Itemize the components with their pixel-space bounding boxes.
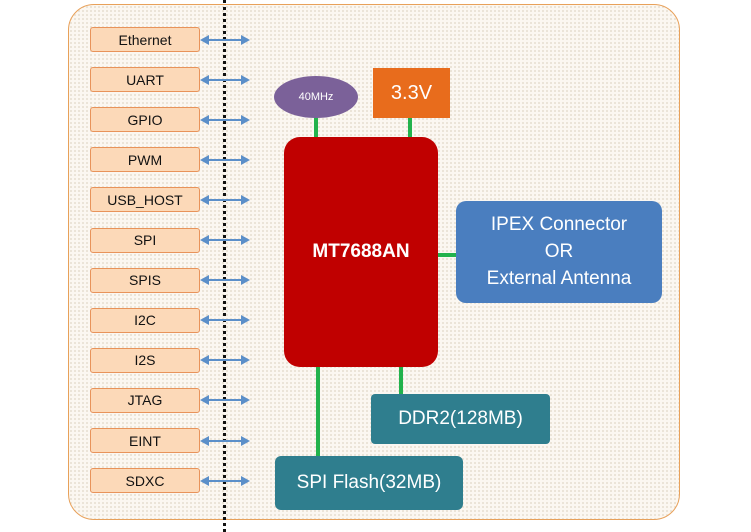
interface-label: Ethernet [118,31,172,48]
interface-usb-host: USB_HOST [90,187,200,213]
interface-uart: UART [90,67,200,93]
antenna-block: IPEX Connector OR External Antenna [456,201,662,303]
interface-label: EINT [129,432,161,449]
chip-label: MT7688AN [312,241,410,262]
interface-spi: SPI [90,227,200,253]
wire-power-chip [408,117,412,138]
ddr-memory-block: DDR2(128MB) [371,394,550,444]
interface-label: SPI [133,232,157,248]
power-label: 3.3V [390,81,433,104]
interface-pwm: PWM [90,147,200,173]
soc-chip-block: MT7688AN [284,137,438,367]
ddr-label: DDR2(128MB) [398,408,523,429]
interface-label: I2C [134,312,156,329]
bidirectional-arrow-icon [200,34,250,45]
bidirectional-arrow-icon [200,74,250,85]
antenna-line-2: OR [544,241,574,262]
interface-label: I2S [134,352,156,369]
flash-label: SPI Flash(32MB) [296,472,442,493]
interface-i2c: I2C [90,307,200,333]
interface-label: UART [126,71,164,88]
interface-label: SPIS [129,272,161,289]
bidirectional-arrow-icon [200,235,250,245]
interface-spis: SPIS [90,267,200,293]
interface-jtag: JTAG [90,387,200,413]
bidirectional-arrow-icon [200,154,250,165]
interface-label: SDXC [125,472,165,489]
antenna-line-3: External Antenna [486,268,632,289]
interface-label: JTAG [127,392,163,409]
oscillator-label: 40MHz [298,91,334,103]
interface-label: GPIO [127,111,163,128]
bidirectional-arrow-icon [200,355,250,366]
interface-ethernet: Ethernet [90,27,200,52]
bidirectional-arrow-icon [200,475,250,486]
wire-chip-ddr [399,366,403,395]
board-edge-divider [223,0,226,532]
spi-flash-block: SPI Flash(32MB) [275,456,463,510]
interface-i2s: I2S [90,347,200,373]
interface-gpio: GPIO [90,107,200,133]
wire-oscillator-chip [314,117,318,138]
oscillator-block: 40MHz [274,76,358,118]
wire-chip-antenna [437,253,457,257]
bidirectional-arrow-icon [200,395,250,406]
wire-chip-flash [316,366,320,457]
bidirectional-arrow-icon [200,315,250,326]
bidirectional-arrow-icon [200,275,250,286]
interface-sdxc: SDXC [90,468,200,494]
interface-label: USB_HOST [107,191,183,208]
bidirectional-arrow-icon [200,114,250,125]
interface-label: PWM [127,151,163,168]
bidirectional-arrow-icon [200,435,250,446]
bidirectional-arrow-icon [200,194,250,205]
power-block: 3.3V [373,68,450,118]
interface-eint: EINT [90,428,200,453]
antenna-line-1: IPEX Connector [490,214,628,235]
